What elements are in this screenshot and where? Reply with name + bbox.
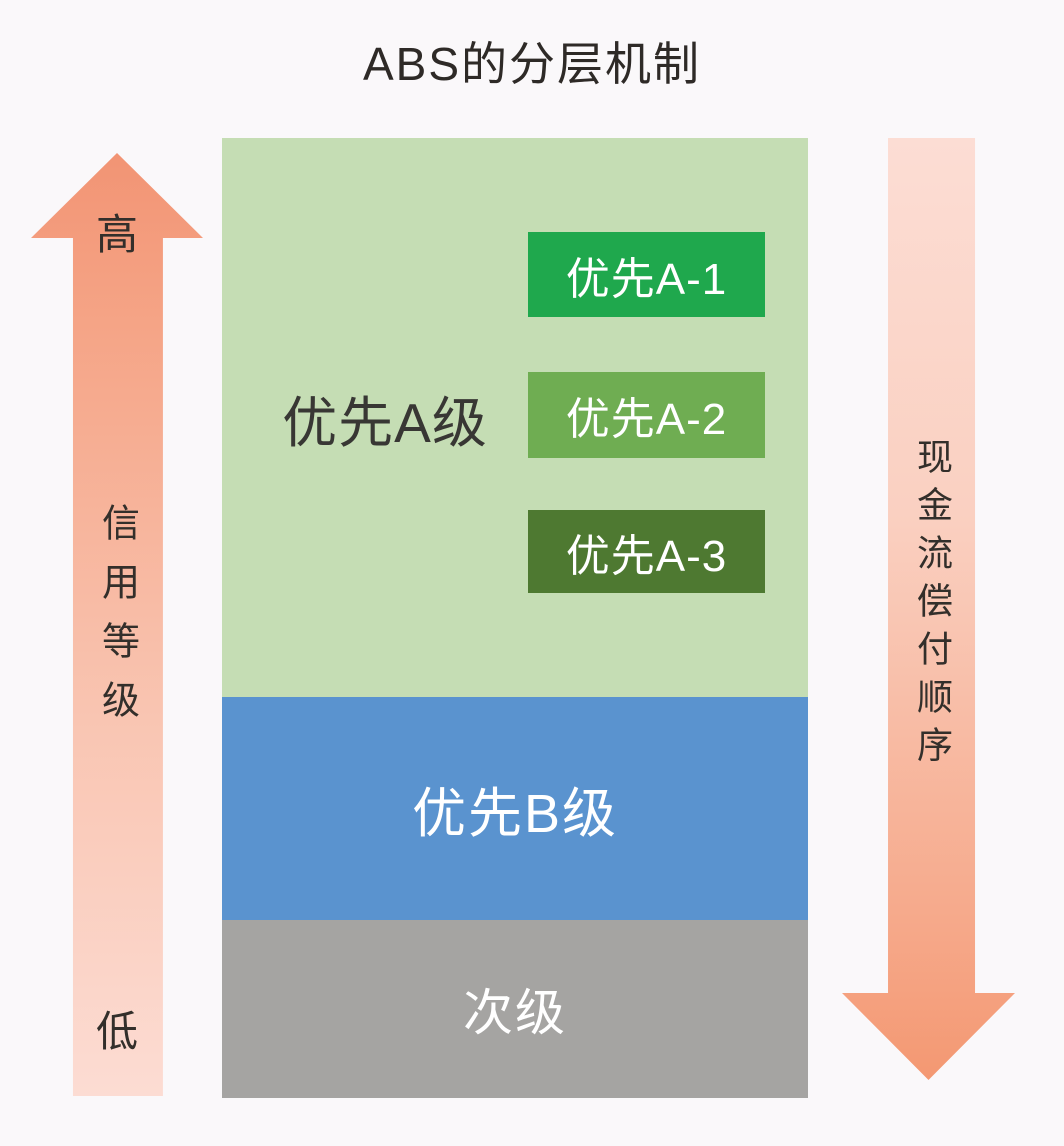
page-title: ABS的分层机制 [362, 38, 702, 90]
credit-rating-up-arrow-icon: 高 信用等级 低 [31, 153, 203, 1096]
subordinate-label: 次级 [463, 985, 567, 1041]
senior-b-block: 优先B级 [222, 697, 808, 920]
sub-tranche-a2-label: 优先A-2 [565, 395, 728, 444]
tranche-stack: 优先A级 优先A-1 优先A-2 优先A-3 优先B级 次级 [222, 138, 808, 1098]
senior-a-block: 优先A级 优先A-1 优先A-2 优先A-3 [222, 138, 808, 697]
sub-tranche-a3-box: 优先A-3 [528, 510, 765, 593]
credit-low-label: 低 [95, 1008, 139, 1055]
credit-high-label: 高 [95, 211, 139, 258]
cashflow-order-down-arrow-icon: 现金流偿付顺序 [842, 138, 1015, 1080]
senior-b-label: 优先B级 [411, 784, 619, 844]
subordinate-block: 次级 [222, 920, 808, 1098]
credit-rating-label: 信用等级 [95, 503, 138, 739]
sub-tranche-a1-label: 优先A-1 [565, 254, 728, 304]
sub-tranche-a2-box: 优先A-2 [528, 372, 765, 458]
cashflow-order-label: 现金流偿付顺序 [911, 438, 953, 774]
sub-tranche-a1-box: 优先A-1 [528, 232, 765, 317]
sub-tranche-a3-label: 优先A-3 [565, 531, 728, 581]
senior-a-label: 优先A级 [282, 392, 488, 454]
